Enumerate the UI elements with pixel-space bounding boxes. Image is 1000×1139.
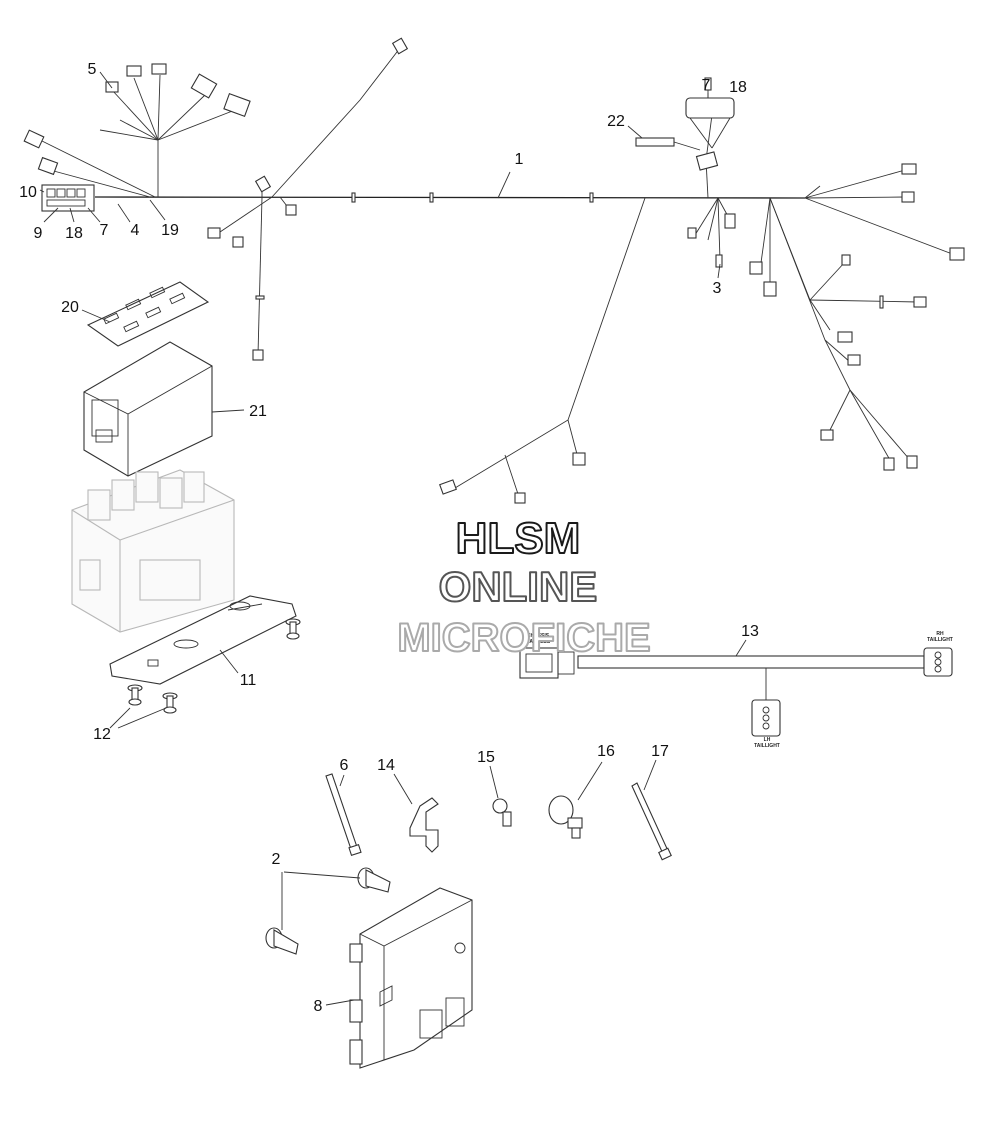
screws-2 xyxy=(265,867,391,955)
lh-taillight-label-2: TAILLIGHT xyxy=(754,743,780,749)
watermark-line-1: HLSM xyxy=(456,514,581,563)
cable-tie-6 xyxy=(325,773,362,857)
relay-label-top-right xyxy=(635,77,735,151)
callout-1: 1 xyxy=(515,151,524,168)
callout-15: 15 xyxy=(477,749,495,766)
clamp-15 xyxy=(492,798,512,827)
callout-7-top: 7 xyxy=(702,77,711,94)
cable-tie-17 xyxy=(631,782,672,861)
fuse-box-bracket xyxy=(109,595,297,685)
callout-11: 11 xyxy=(240,672,257,689)
callout-17: 17 xyxy=(651,743,669,760)
clamp-16 xyxy=(548,795,583,839)
callout-18-top: 18 xyxy=(729,79,747,96)
rh-taillight-label-2: TAILLIGHT xyxy=(927,637,953,643)
callout-22: 22 xyxy=(607,113,625,130)
callout-6: 6 xyxy=(340,757,349,774)
harness-clip-14 xyxy=(409,797,439,853)
callout-20: 20 xyxy=(61,299,79,316)
rh-taillight-label: RH xyxy=(936,631,944,637)
main-wire-harness xyxy=(39,47,956,501)
callout-13: 13 xyxy=(741,623,759,640)
callout-2: 2 xyxy=(272,851,281,868)
callout-10: 10 xyxy=(19,184,37,201)
callout-numbers: 1 2 3 4 5 6 7 7 8 9 10 11 12 13 14 15 16… xyxy=(19,61,759,1015)
watermark-line-2: ONLINE xyxy=(439,563,598,610)
taillight-harness: CHASSIS HARNESS RH TAILLIGHT LH TAILLIGH… xyxy=(519,631,953,749)
callout-12: 12 xyxy=(93,726,111,743)
callout-8: 8 xyxy=(314,998,323,1015)
callout-7-left: 7 xyxy=(100,222,109,239)
callout-5: 5 xyxy=(88,61,97,78)
chassis-harness-label: CHASSIS xyxy=(527,633,550,639)
fuse-box-cover xyxy=(83,341,213,477)
leader-lines xyxy=(39,71,747,1006)
callout-19: 19 xyxy=(161,222,179,239)
fuse-decal xyxy=(86,281,210,347)
fuse-box-base xyxy=(71,469,235,633)
callout-9: 9 xyxy=(34,225,43,242)
harness-connectors xyxy=(23,37,965,504)
callout-16: 16 xyxy=(597,743,615,760)
chassis-harness-label-2: HARNESS xyxy=(526,639,551,645)
callout-21: 21 xyxy=(249,403,267,420)
lh-taillight-label: LH xyxy=(764,737,771,743)
mini-fuse-block xyxy=(41,184,95,212)
callout-18-left: 18 xyxy=(65,225,83,242)
watermark-line-3: MICROFICHE xyxy=(397,616,650,660)
callout-4: 4 xyxy=(131,222,140,239)
watermark: HLSM ONLINE MICROFICHE xyxy=(396,513,651,661)
callout-14: 14 xyxy=(377,757,395,774)
push-rivets xyxy=(127,618,301,714)
callout-3: 3 xyxy=(713,280,722,297)
electronic-control-module xyxy=(349,887,473,1069)
